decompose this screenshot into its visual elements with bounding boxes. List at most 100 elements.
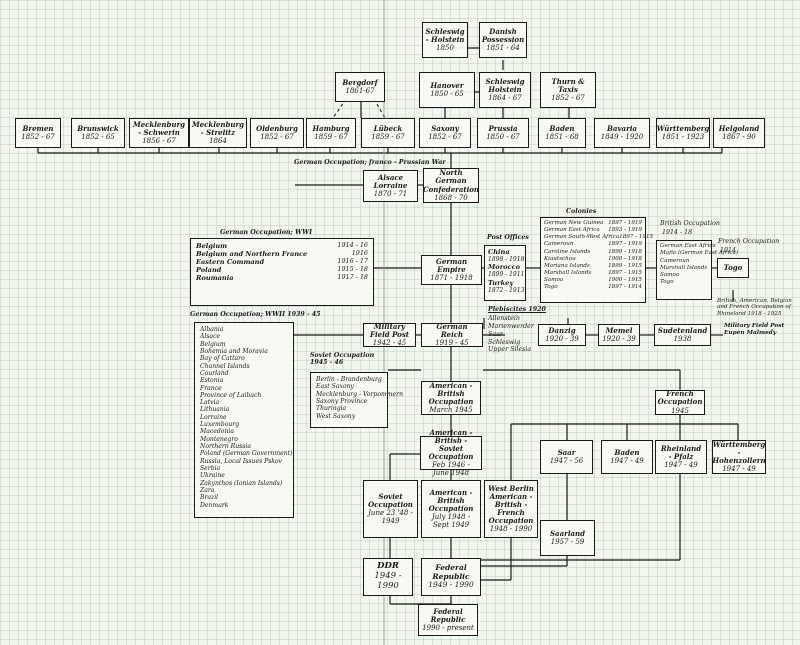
state-years: 1867 - 90 xyxy=(722,133,756,141)
state-name: Bremen xyxy=(22,123,54,133)
list-item: Bay of Cattaro xyxy=(200,355,245,363)
list-item: Cameroun xyxy=(660,257,690,264)
state-name: American - British - Soviet Occupation xyxy=(428,427,474,461)
state-name: Baden xyxy=(549,123,575,133)
state-name: Württemberg - Hohenzollern xyxy=(712,439,766,465)
item-name: Morocco xyxy=(488,263,520,272)
item-name: German South-West Africa xyxy=(544,234,620,241)
item-years: 1897 - 1919 xyxy=(608,220,642,226)
list-item: Saxony Province xyxy=(316,397,368,405)
state-name: West Berlin American - British - French … xyxy=(488,483,534,526)
state-years: June 23 '48 - 1949 xyxy=(368,509,413,526)
state-name: Saar xyxy=(557,447,576,457)
colonies-title: Colonies xyxy=(566,208,597,215)
list-item: Belgium xyxy=(200,340,226,348)
state-years: 1949 - 1990 xyxy=(374,571,402,591)
state-years: 1852 - 67 xyxy=(260,133,294,141)
state-years: 1920 - 39 xyxy=(545,335,579,343)
soviet-occupation-title: Soviet Occupation 1945 - 46 xyxy=(310,352,375,367)
item-years: 1898 - 1918 xyxy=(488,256,525,264)
british-occupation-years: 1914 - 18 xyxy=(662,229,693,236)
state-years: 1851 - 64 xyxy=(486,44,520,53)
state-name: Danish Possession xyxy=(481,26,525,44)
rhineland-occupation-years: 1918 - 1925 xyxy=(747,310,782,317)
state-name: Togo xyxy=(723,262,743,272)
state-name: Danzig xyxy=(548,325,576,335)
soviet-occupation-list: Berlin - Brandenburg East Saxony Mecklen… xyxy=(310,372,403,428)
state-years: 1864 - 67 xyxy=(488,94,522,103)
wwi-title: German Occupation; WWI xyxy=(220,229,313,236)
state-years: 1868 - 70 xyxy=(434,193,468,202)
list-item: Estonia xyxy=(200,377,224,385)
state-years: 1919 - 45 xyxy=(435,339,469,348)
french-occupation-togo-years: 1914 xyxy=(720,247,737,254)
item-years: 1893 - 1919 xyxy=(608,227,642,234)
item-years: 1914 - 16 xyxy=(337,241,368,249)
state-years: 1851 - 68 xyxy=(545,133,579,141)
item-years: 1897 - 1915 xyxy=(608,270,642,277)
state-years: 1852 - 67 xyxy=(551,94,585,103)
state-years: July 1948 - Sept 1949 xyxy=(431,513,471,530)
item-name: Belgium and Northern France xyxy=(196,250,308,259)
list-item: Schleswig xyxy=(488,338,521,346)
state-name: Mecklenburg - Strelitz xyxy=(191,119,245,137)
item-name: Kiautschou xyxy=(544,255,576,262)
state-name: Württemberg xyxy=(656,123,710,133)
state-years: 1850 - 67 xyxy=(486,133,520,141)
item-name: German East Africa xyxy=(544,227,600,234)
item-years: 1899 - 1911 xyxy=(488,271,525,279)
state-name: Soviet Occupation xyxy=(368,491,413,509)
item-name: Belgium xyxy=(196,242,228,250)
list-item: Thuringia xyxy=(316,405,347,413)
west-berlin-box: West Berlin American - British - French … xyxy=(484,480,538,538)
state-years: 1945 xyxy=(671,406,689,415)
state-years: 1871 - 1918 xyxy=(430,274,473,283)
list-item: Channel Islands xyxy=(200,362,250,370)
state-name: Hamburg xyxy=(312,123,350,133)
state-years: 1861-67 xyxy=(345,87,375,95)
state-years: 1947 - 49 xyxy=(664,461,698,470)
state-name: Bavaria xyxy=(607,123,637,133)
state-name: Hanover xyxy=(430,80,464,90)
list-item: Courland xyxy=(200,369,229,377)
state-name: Thurn & Taxis xyxy=(551,76,585,94)
list-item: Russia, Local Issues Pskov xyxy=(200,457,282,465)
list-item: Northern Russia xyxy=(200,443,252,450)
item-name: Mariana Islands xyxy=(544,262,590,269)
list-item: Poland (German Government) xyxy=(200,450,293,458)
state-name: Alsace Lorraine xyxy=(373,172,408,190)
item-name: Poland xyxy=(196,266,222,275)
state-name: Helgoland xyxy=(718,123,760,133)
rhineland-occupation-label: British, American, Belgian and French Oc… xyxy=(717,298,799,317)
state-name: Saarland xyxy=(550,528,585,538)
item-years: 1872 - 1913 xyxy=(488,286,525,294)
list-item: Denmark xyxy=(200,501,229,509)
plebiscites-title: Plebiscites 1920 xyxy=(488,306,546,313)
item-years: 1900 - 1915 xyxy=(608,277,642,284)
list-item: Zara xyxy=(200,486,215,494)
list-item: Brazil xyxy=(200,494,219,502)
list-item: Ukraine xyxy=(200,472,225,480)
list-item: Latvia xyxy=(200,399,220,407)
list-item: Alsace xyxy=(200,333,221,341)
